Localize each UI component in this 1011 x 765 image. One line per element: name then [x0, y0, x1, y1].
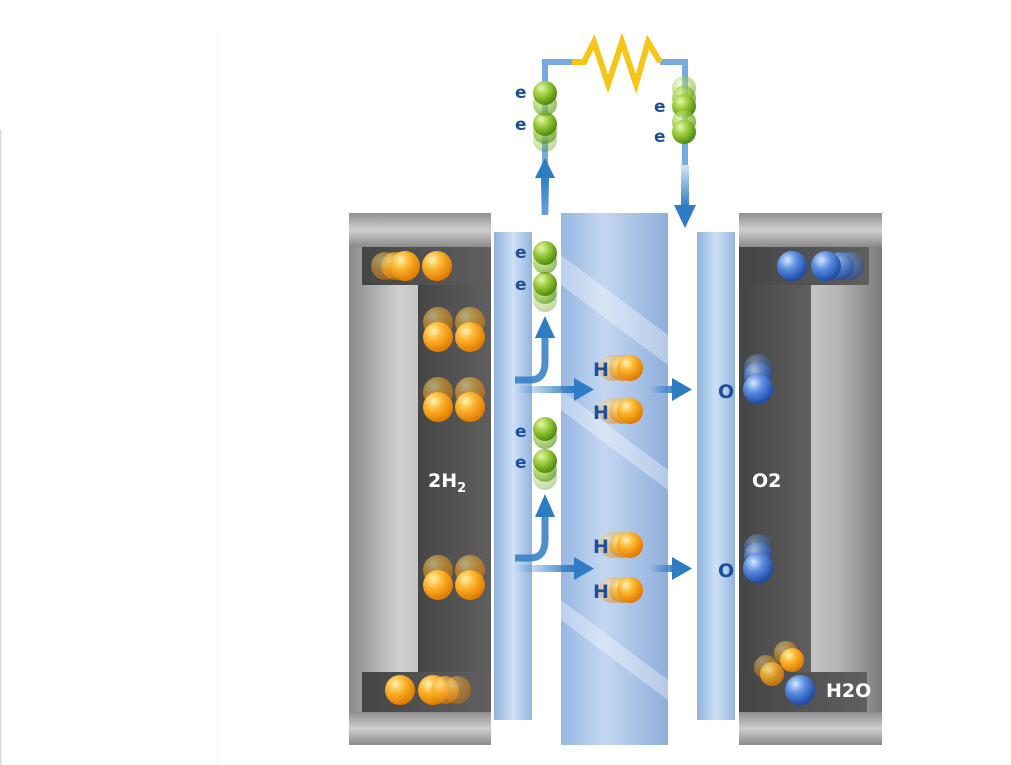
electron-label: e [515, 453, 527, 473]
electron-flow-arrows [515, 316, 555, 562]
hydrogen-molecule-icon [423, 307, 485, 352]
hydrogen-ion-label: H [593, 359, 609, 381]
water-molecule-icon [754, 641, 815, 705]
arrow-up-icon [535, 158, 555, 178]
hydrogen-ion-icon [599, 355, 643, 381]
electron-stack-anode-lower [533, 417, 557, 490]
hydrogen-ion-icon [599, 577, 643, 603]
electron-label: e [515, 243, 527, 263]
oxygen-atom-icon [743, 534, 773, 583]
electron-label: e [515, 83, 527, 103]
arrow-down-icon [674, 205, 696, 228]
electron-stack-anode-upper [533, 241, 557, 312]
anode-housing [349, 213, 491, 745]
hydrogen-ion-icon [599, 532, 643, 558]
hydrogen-ion-label: H [593, 536, 609, 558]
cathode-electrode [697, 232, 735, 720]
oxygen-atom-label: O [718, 560, 734, 582]
proton-flow-arrows [515, 378, 692, 580]
water-label: H2O [826, 680, 871, 702]
electron-label: e [515, 115, 527, 135]
oxygen-molecule-icon [777, 251, 864, 281]
external-circuit [535, 32, 696, 228]
electron-stack-top-right [672, 76, 696, 144]
cathode-chamber [739, 247, 811, 712]
anode-electrode [494, 232, 532, 720]
oxygen-atom-label: O [718, 381, 734, 403]
membrane-highlights [561, 255, 668, 700]
hydrogen-molecule-icon [385, 675, 471, 705]
electron-label: e [515, 275, 527, 295]
hydrogen-molecule-icon [423, 377, 485, 422]
hydrogen-ion-label: H [593, 402, 609, 424]
resistor-icon [572, 32, 663, 95]
hydrogen-molecule-icon [371, 251, 452, 281]
electron-label: e [654, 127, 666, 147]
hydrogen-molecule-icon [423, 555, 485, 600]
electron-label: e [654, 97, 666, 117]
electron-stack-top-left [533, 81, 557, 152]
oxygen-atom-icon [743, 354, 773, 404]
electron-label: e [515, 422, 527, 442]
cathode-gas-label: O2 [752, 470, 781, 492]
electrolyte-membrane [561, 213, 668, 745]
hydrogen-ion-label: H [593, 581, 609, 603]
anode-gas-label: 2H2 [428, 470, 466, 496]
hydrogen-ion-icon [599, 398, 643, 424]
